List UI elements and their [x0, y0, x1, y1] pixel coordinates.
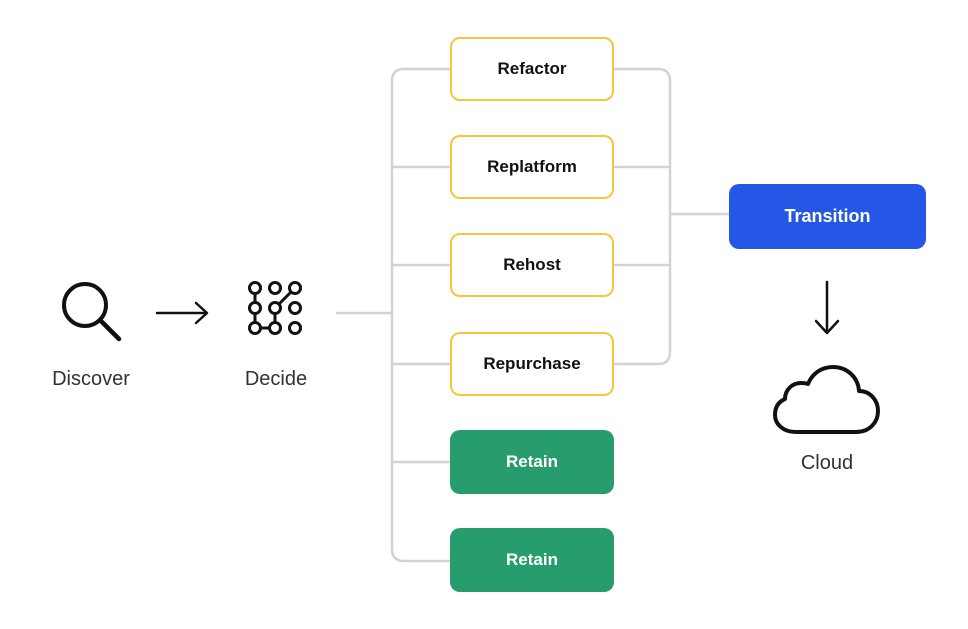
strategy-rehost: Rehost	[450, 233, 614, 297]
strategy-retain-1: Retain	[450, 430, 614, 494]
decision-grid-icon	[248, 281, 302, 335]
strategy-label: Rehost	[503, 255, 561, 274]
cloud-label: Cloud	[800, 452, 854, 474]
strategy-label: Repurchase	[483, 354, 581, 373]
strategy-label: Retain	[506, 452, 558, 471]
cloud-icon	[773, 365, 880, 434]
search-icon	[62, 282, 122, 342]
strategy-replatform: Replatform	[450, 135, 614, 199]
strategy-repurchase: Repurchase	[450, 332, 614, 396]
strategy-label: Replatform	[487, 157, 577, 176]
transition-box: Transition	[729, 184, 926, 249]
decide-label: Decide	[244, 368, 308, 390]
arrow-down-icon	[814, 280, 840, 335]
arrow-right-icon	[155, 301, 209, 325]
left-bracket	[390, 67, 450, 563]
strategy-label: Refactor	[497, 59, 567, 78]
discover-label: Discover	[52, 368, 130, 390]
right-bracket	[614, 67, 672, 366]
strategy-label: Retain	[506, 550, 558, 569]
transition-label: Transition	[784, 206, 871, 226]
strategy-refactor: Refactor	[450, 37, 614, 101]
strategy-retain-2: Retain	[450, 528, 614, 592]
